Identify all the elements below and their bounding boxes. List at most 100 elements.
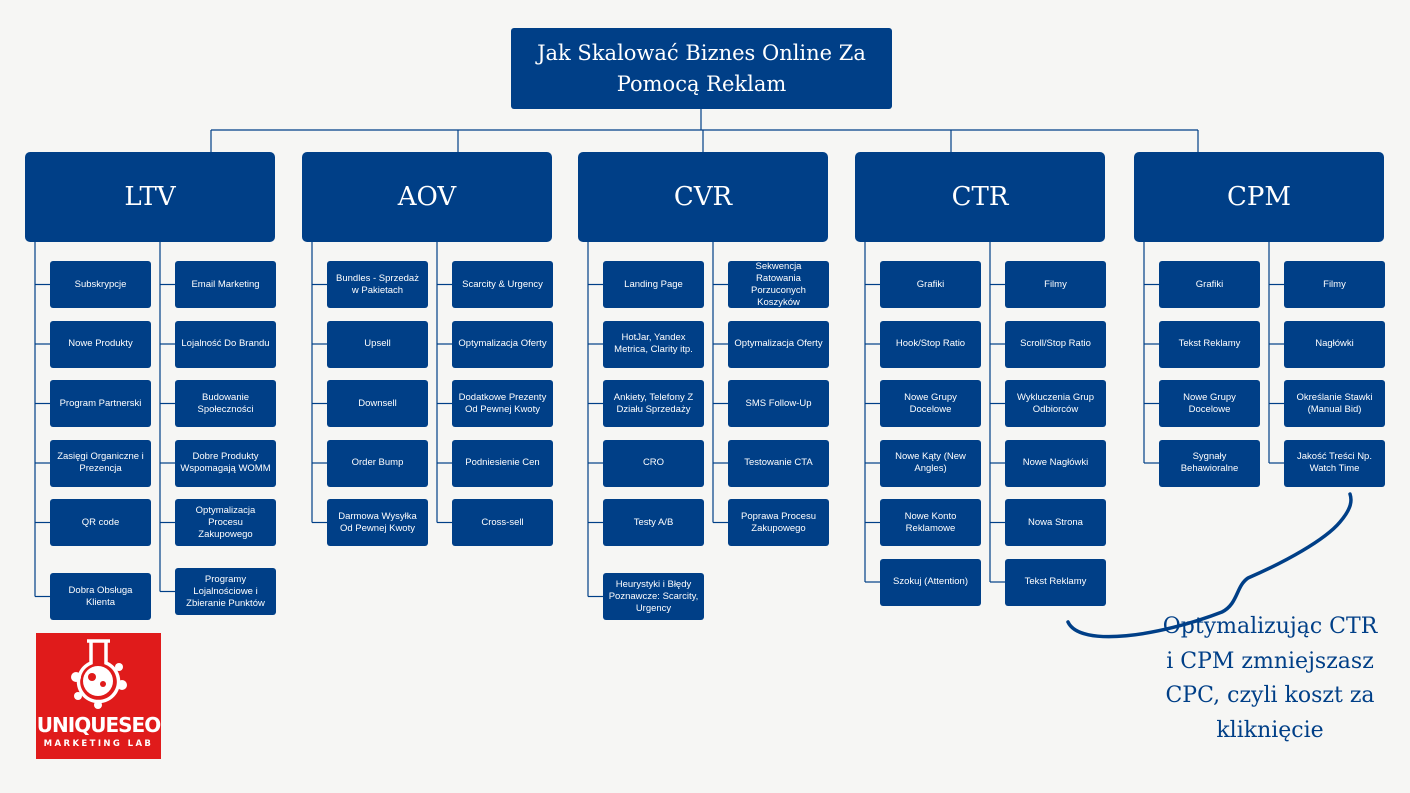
leaf-label: Downsell [358, 397, 397, 409]
leaf-label: Dodatkowe Prezenty Od Pewnej Kwoty [458, 391, 547, 415]
leaf-box-ctr-left: Nowe Grupy Docelowe [880, 380, 981, 427]
leaf-label: Scroll/Stop Ratio [1020, 338, 1091, 349]
leaf-label: Nowe Konto Reklamowe [904, 510, 957, 534]
leaf-box-aov-left: Darmowa Wysyłka Od Pewnej Kwoty [327, 499, 428, 546]
leaf-label: CRO [642, 457, 665, 468]
root-title: Jak Skalować Biznes Online Za Pomocą Rek… [537, 40, 866, 96]
leaf-box-cvr-right: Testowanie CTA [728, 439, 829, 487]
leaf-label: Program Partnerski [59, 397, 142, 409]
leaf-label: Cross-sell [481, 516, 524, 528]
leaf-label: Landing Page [624, 278, 683, 290]
leaf-box-ltv-left: Zasięgi Organiczne i Prezencja [50, 439, 151, 487]
leaf-box-cpm-right: Określanie Stawki (Manual Bid) [1284, 380, 1385, 427]
leaf-label: Subskrypcje [74, 278, 127, 290]
leaf-box-cpm-right: Nagłówki [1284, 320, 1385, 368]
leaf-box-cvr-right: SMS Follow-Up [728, 380, 829, 427]
category-label: LTV [124, 182, 176, 212]
leaf-label: QR code [81, 516, 120, 528]
leaf-label: Grafiki [1195, 278, 1224, 290]
leaf-label: SMS Follow-Up [745, 397, 812, 409]
leaf-box-cvr-right: Poprawa Procesu Zakupowego [728, 499, 829, 546]
leaf-box-cvr-left: HotJar, Yandex Metrica, Clarity itp. [603, 320, 704, 368]
leaf-label: Heurystyki i Błędy Poznawcze: Scarcity, … [608, 578, 699, 614]
leaf-label: Określanie Stawki (Manual Bid) [1296, 391, 1373, 415]
leaf-box-cpm-left: Tekst Reklamy [1159, 320, 1260, 368]
leaf-label: Wykluczenia Grup Odbiorców [1017, 391, 1094, 415]
leaf-box-ctr-right: Nowe Nagłówki [1005, 439, 1106, 487]
leaf-box-aov-left: Bundles - Sprzedaż w Pakietach [327, 261, 428, 308]
leaf-label: Budowanie Społeczności [197, 391, 254, 415]
leaf-box-aov-right: Dodatkowe Prezenty Od Pewnej Kwoty [452, 380, 553, 427]
leaf-label: Sekwencja Ratowania Porzuconych Koszyków [751, 260, 806, 308]
leaf-box-cpm-right: Filmy [1284, 261, 1385, 308]
leaf-label: Zasięgi Organiczne i Prezencja [57, 451, 144, 474]
leaf-box-ctr-left: Nowe Kąty (New Angles) [880, 439, 981, 487]
leaf-box-aov-left: Upsell [327, 320, 428, 368]
leaf-box-ltv-left: QR code [50, 499, 151, 546]
leaf-label: Lojalność Do Brandu [181, 338, 270, 349]
leaf-label: Optymalizacja Oferty [734, 338, 823, 349]
leaf-label: Poprawa Procesu Zakupowego [741, 510, 816, 534]
leaf-box-ltv-right: Programy Lojalnościowe i Zbieranie Punkt… [175, 568, 276, 615]
leaf-label: Darmowa Wysyłka Od Pewnej Kwoty [338, 510, 417, 534]
leaf-label: Jakość Treści Np. Watch Time [1297, 451, 1372, 474]
leaf-box-cvr-left: Heurystyki i Błędy Poznawcze: Scarcity, … [603, 573, 704, 620]
leaf-box-cpm-left: Sygnały Behawioralne [1159, 439, 1260, 487]
leaf-box-ctr-left: Nowe Konto Reklamowe [880, 499, 981, 546]
leaf-box-cpm-right: Jakość Treści Np. Watch Time [1284, 439, 1385, 487]
leaf-box-ctr-right: Tekst Reklamy [1005, 558, 1106, 606]
category-box-aov: AOV [302, 152, 552, 242]
leaf-label: Order Bump [351, 457, 404, 468]
leaf-box-aov-right: Cross-sell [452, 499, 553, 546]
leaf-box-ctr-right: Nowa Strona [1005, 499, 1106, 546]
leaf-box-ctr-right: Scroll/Stop Ratio [1005, 320, 1106, 368]
leaf-label: Tekst Reklamy [1178, 338, 1241, 349]
leaf-label: HotJar, Yandex Metrica, Clarity itp. [614, 332, 693, 355]
leaf-label: Optymalizacja Procesu Zakupowego [195, 504, 256, 540]
leaf-label: Nowe Grupy Docelowe [904, 391, 957, 415]
leaf-label: Optymalizacja Oferty [458, 338, 547, 349]
leaf-label: Sygnały Behawioralne [1180, 451, 1239, 474]
leaf-box-cvr-left: Landing Page [603, 261, 704, 308]
leaf-box-cpm-left: Nowe Grupy Docelowe [1159, 380, 1260, 427]
cpc-note: Optymalizując CTR i CPM zmniejszasz CPC,… [1162, 614, 1378, 743]
leaf-box-cvr-left: Ankiety, Telefony Z Działu Sprzedaży [603, 380, 704, 427]
leaf-box-cvr-right: Sekwencja Ratowania Porzuconych Koszyków [728, 261, 829, 308]
category-box-cpm: CPM [1134, 152, 1384, 242]
leaf-box-ltv-right: Email Marketing [175, 261, 276, 308]
leaf-label: Scarcity & Urgency [462, 278, 543, 290]
leaf-label: Testy A/B [633, 516, 674, 528]
leaf-box-ltv-left: Dobra Obsługa Klienta [50, 573, 151, 620]
leaf-label: Grafiki [916, 278, 945, 290]
logo-wordmark: UNIQUESEO [36, 713, 161, 737]
category-box-ctr: CTR [855, 152, 1105, 242]
leaf-label: Upsell [364, 338, 391, 349]
leaf-label: Tekst Reklamy [1024, 576, 1087, 587]
leaf-label: Bundles - Sprzedaż w Pakietach [336, 272, 419, 296]
leaf-box-ctr-left: Grafiki [880, 261, 981, 308]
leaf-box-ltv-left: Program Partnerski [50, 380, 151, 427]
leaf-label: Testowanie CTA [744, 457, 813, 468]
category-label: CTR [951, 182, 1009, 212]
leaf-box-ltv-right: Lojalność Do Brandu [175, 320, 276, 368]
leaf-box-aov-left: Order Bump [327, 439, 428, 487]
leaf-box-aov-left: Downsell [327, 380, 428, 427]
leaf-box-cvr-left: Testy A/B [603, 499, 704, 546]
category-label: CVR [673, 182, 733, 212]
leaf-label: Filmy [1044, 278, 1067, 290]
leaf-label: Nowe Grupy Docelowe [1183, 391, 1236, 415]
leaf-box-cpm-left: Grafiki [1159, 261, 1260, 308]
flask-icon [71, 639, 127, 709]
leaf-box-ctr-right: Wykluczenia Grup Odbiorców [1005, 380, 1106, 427]
leaf-label: Dobre Produkty Wspomagają WOMM [180, 451, 271, 474]
leaf-label: Email Marketing [191, 278, 260, 290]
leaf-box-aov-right: Scarcity & Urgency [452, 261, 553, 308]
leaf-box-aov-right: Optymalizacja Oferty [452, 320, 553, 368]
leaf-label: Szokuj (Attention) [893, 576, 968, 587]
leaf-box-ltv-left: Nowe Produkty [50, 320, 151, 368]
leaf-label: Filmy [1323, 278, 1346, 290]
logo-tagline: MARKETING LAB [43, 739, 154, 749]
leaf-label: Nowe Produkty [68, 338, 133, 349]
leaf-box-ltv-right: Dobre Produkty Wspomagają WOMM [175, 439, 276, 487]
